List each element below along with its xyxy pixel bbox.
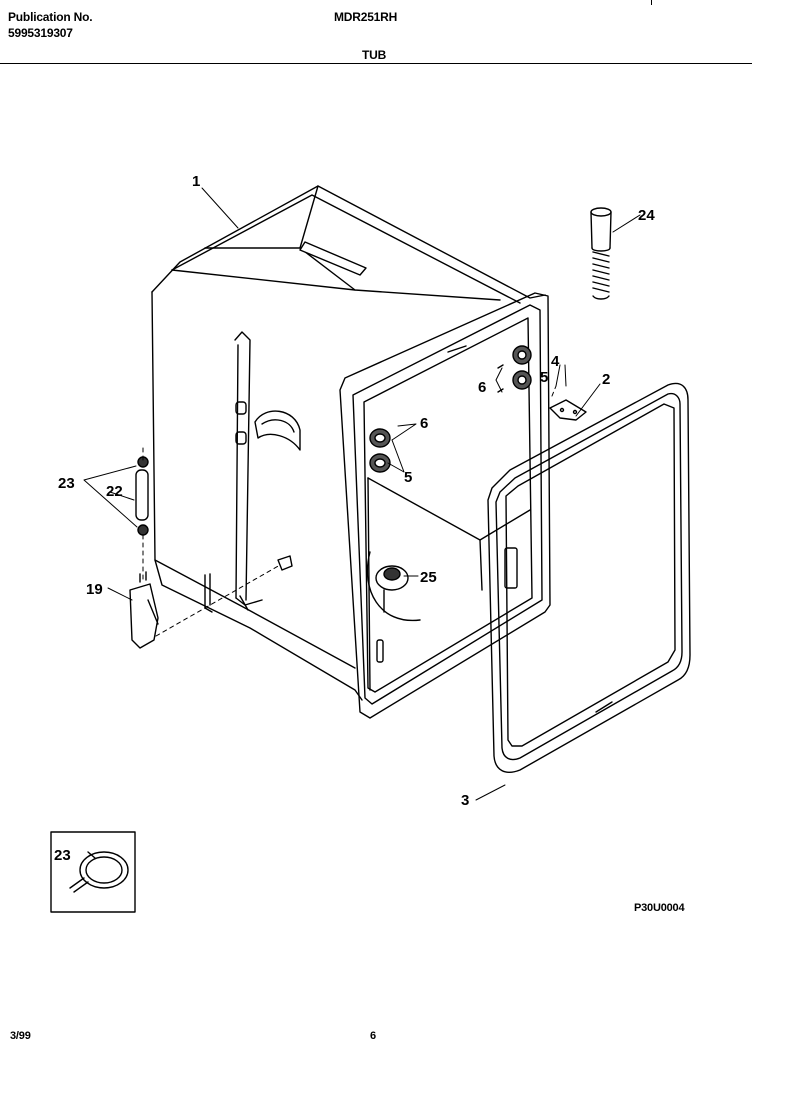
- callout-6-mid: 6: [420, 415, 428, 432]
- callout-1: 1: [192, 173, 200, 190]
- footer-page-number: 6: [370, 1030, 376, 1042]
- callout-22: 22: [106, 483, 123, 500]
- header-rule: [0, 63, 752, 64]
- roller-assemblies: [369, 345, 532, 473]
- sump-assembly: [366, 551, 421, 622]
- section-title: TUB: [362, 48, 387, 62]
- tub-body: [151, 185, 546, 701]
- diagram-code: P30U0004: [634, 902, 685, 914]
- header-tick-mark: [651, 0, 652, 5]
- hinge-bracket: [549, 399, 587, 421]
- drain-hose-end: [129, 571, 159, 649]
- leader-lines: [83, 187, 641, 801]
- alignment-dashes: [142, 385, 557, 637]
- callout-3: 3: [461, 792, 469, 809]
- callout-5-right: 5: [540, 369, 548, 386]
- publication-label: Publication No.: [8, 10, 93, 24]
- callout-2: 2: [602, 371, 610, 388]
- callout-25: 25: [420, 569, 437, 586]
- callout-24: 24: [638, 207, 655, 224]
- callout-5-mid: 5: [404, 469, 412, 486]
- hose-with-clamps: [135, 456, 149, 536]
- model-number: MDR251RH: [334, 10, 398, 24]
- spring-pin-part: [590, 207, 612, 300]
- tub-front-frame: [339, 292, 551, 719]
- door-gasket: [487, 382, 691, 774]
- footer-date: 3/99: [10, 1030, 31, 1042]
- callout-4: 4: [551, 353, 560, 370]
- callout-19: 19: [86, 581, 103, 598]
- publication-number: 5995319307: [8, 26, 73, 40]
- callout-23-inset: 23: [54, 847, 71, 864]
- callout-23: 23: [58, 475, 75, 492]
- clamp-detail-inset: [50, 831, 136, 913]
- callout-6-right: 6: [478, 379, 486, 396]
